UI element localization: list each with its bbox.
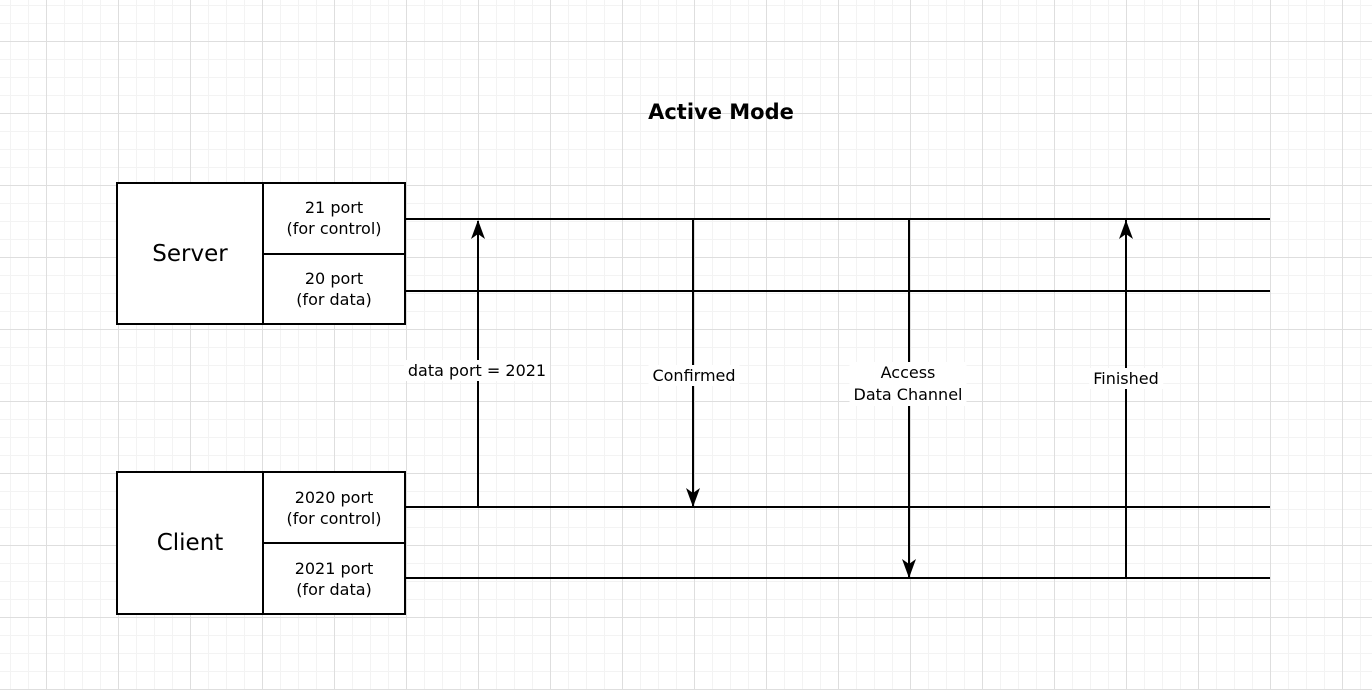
server-box: Server 21 port (for control) 20 port (fo…: [116, 182, 406, 325]
confirmed-message-label: Confirmed: [648, 365, 740, 386]
client-ports: 2020 port (for control) 2021 port (for d…: [262, 473, 404, 613]
client-port-control-name: 2020 port: [294, 487, 374, 507]
server-port-control: 21 port (for control): [264, 184, 404, 255]
diagram-title: Active Mode: [648, 100, 794, 124]
client-label: Client: [156, 530, 224, 556]
server-port-data-name: 20 port: [304, 268, 364, 288]
access-message-line2: Data Channel: [853, 385, 963, 404]
client-port-data-desc: (for data): [296, 579, 372, 599]
server-ports: 21 port (for control) 20 port (for data): [262, 184, 404, 323]
data-port-message-label: data port = 2021: [403, 360, 551, 381]
server-control-channel-line: [404, 218, 1270, 220]
access-data-channel-message-label: Access Data Channel: [849, 362, 967, 406]
finished-message-label: Finished: [1089, 368, 1163, 389]
client-port-data-name: 2021 port: [294, 558, 374, 578]
arrowhead-up-icon: [471, 220, 485, 239]
server-port-data-desc: (for data): [296, 289, 372, 309]
client-data-channel-line: [404, 577, 1270, 579]
access-message-line1: Access: [880, 363, 936, 382]
client-port-data: 2021 port (for data): [264, 544, 404, 613]
client-port-control: 2020 port (for control): [264, 473, 404, 544]
arrowhead-down-icon: [686, 488, 700, 507]
server-data-channel-line: [404, 290, 1270, 292]
server-port-control-desc: (for control): [286, 219, 382, 239]
server-label: Server: [152, 240, 228, 267]
arrowhead-down-icon: [902, 559, 916, 578]
server-port-data: 20 port (for data): [264, 255, 404, 324]
client-box: Client 2020 port (for control) 2021 port…: [116, 471, 406, 615]
server-port-control-name: 21 port: [304, 198, 364, 218]
client-control-channel-line: [404, 506, 1270, 508]
finished-arrow-line: [1125, 220, 1127, 578]
confirmed-arrow-line: [692, 220, 694, 507]
arrowhead-up-icon: [1119, 220, 1133, 239]
client-port-control-desc: (for control): [286, 508, 382, 528]
